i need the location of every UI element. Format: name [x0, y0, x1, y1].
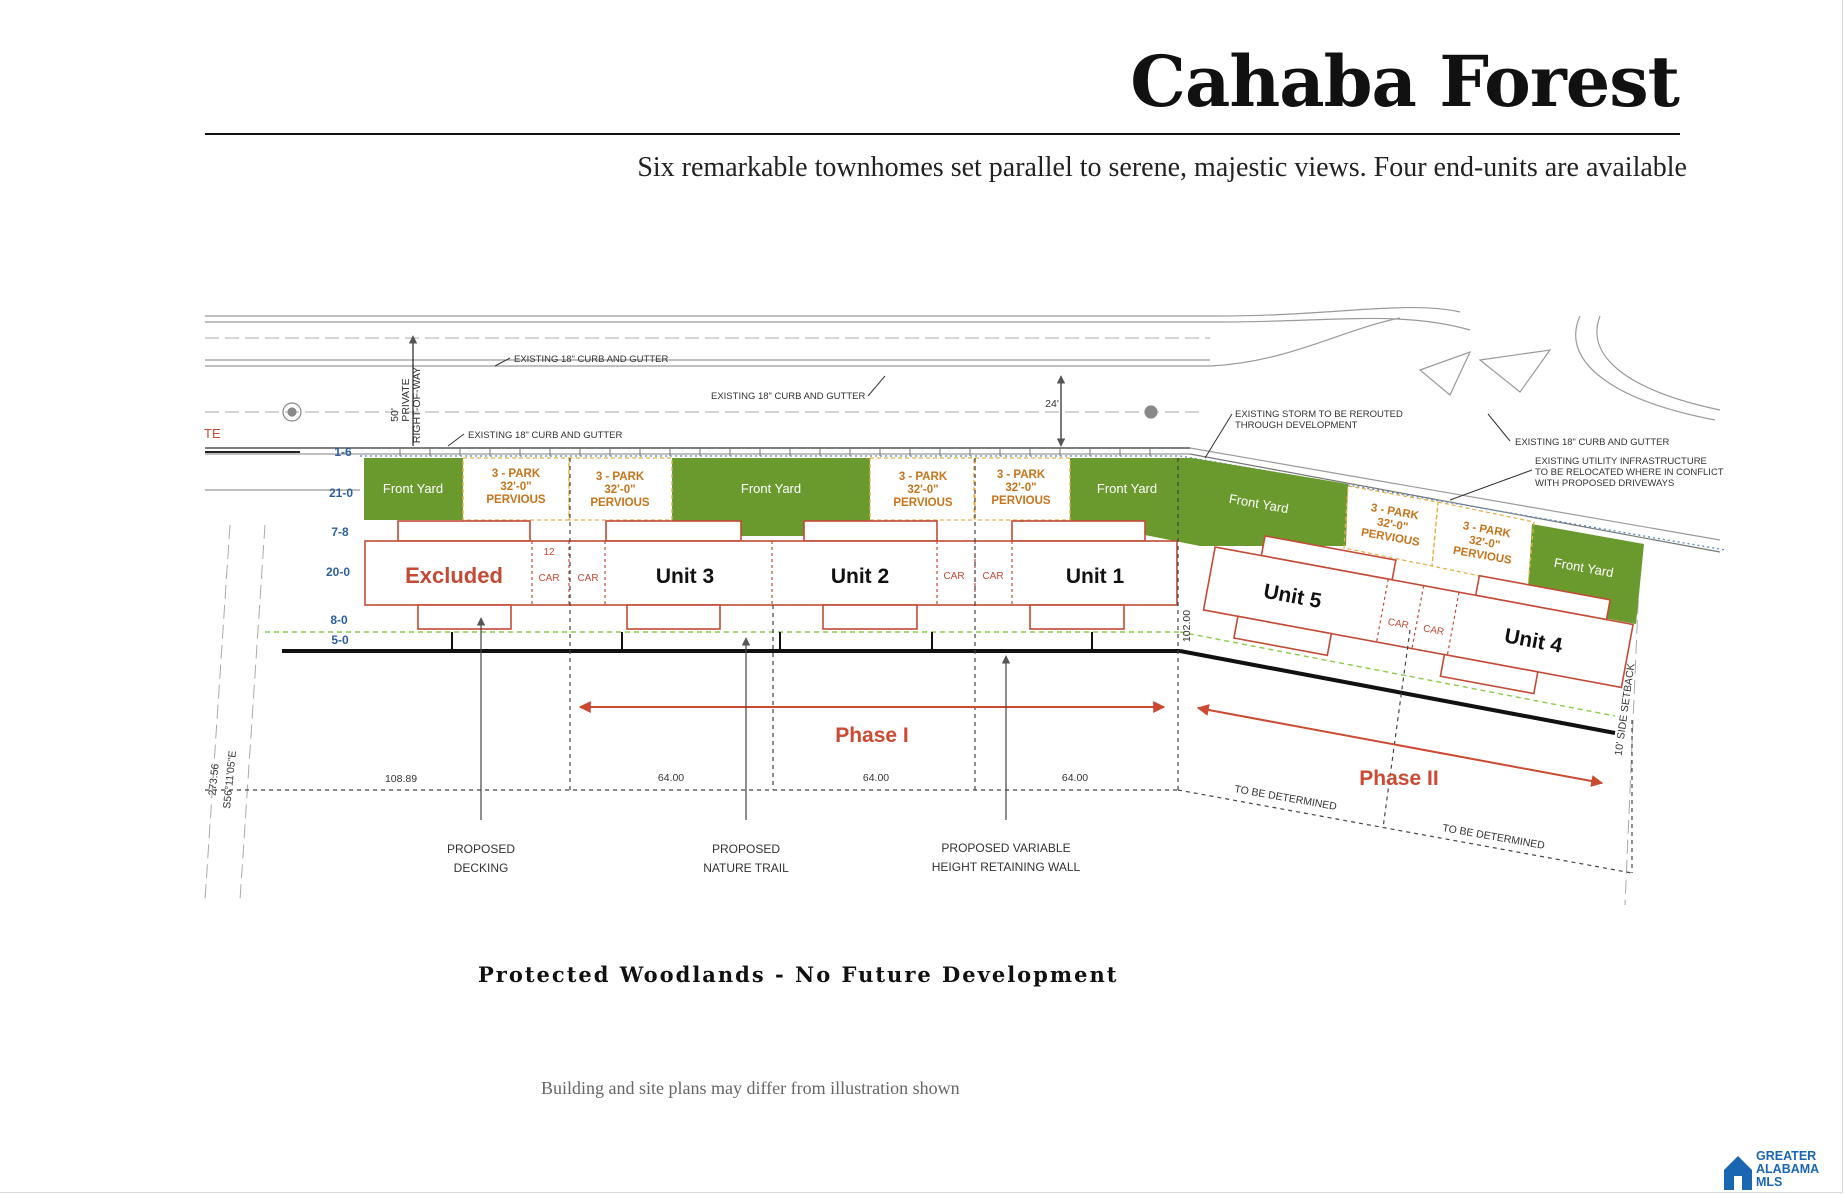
- svg-text:3 - PARK: 3 - PARK: [997, 469, 1046, 481]
- svg-text:3 - PARK: 3 - PARK: [492, 468, 541, 480]
- phase1-labels: Excluded Unit 3 Unit 2 Unit 1 12 CAR CAR…: [405, 547, 1124, 588]
- svg-text:3 - PARK: 3 - PARK: [596, 471, 645, 483]
- svg-text:RIGHT-OF-WAY: RIGHT-OF-WAY: [411, 367, 423, 443]
- title-rule: [205, 133, 1680, 135]
- svg-text:32'-0": 32'-0": [500, 481, 531, 493]
- unit-excluded-label: Excluded: [405, 563, 503, 588]
- svg-text:WITH PROPOSED DRIVEWAYS: WITH PROPOSED DRIVEWAYS: [1535, 478, 1674, 489]
- svg-text:CAR: CAR: [943, 571, 964, 582]
- front-yard-label: Front Yard: [1097, 481, 1157, 496]
- svg-text:102.00: 102.00: [1181, 610, 1193, 642]
- svg-text:THROUGH DEVELOPMENT: THROUGH DEVELOPMENT: [1235, 420, 1358, 431]
- disclaimer: Building and site plans may differ from …: [541, 1078, 960, 1098]
- svg-text:CAR: CAR: [1422, 623, 1445, 638]
- unit-3-label: Unit 3: [656, 565, 714, 588]
- svg-text:EXISTING 18" CURB AND GUTTER: EXISTING 18" CURB AND GUTTER: [1515, 437, 1669, 448]
- svg-text:3 - PARK: 3 - PARK: [899, 471, 948, 483]
- setback-lines: [265, 631, 1616, 717]
- svg-text:TO BE DETERMINED: TO BE DETERMINED: [1233, 783, 1338, 813]
- svg-text:1-6: 1-6: [334, 445, 352, 459]
- svg-text:50': 50': [389, 408, 401, 422]
- svg-text:32'-0": 32'-0": [907, 484, 938, 496]
- svg-text:64.00: 64.00: [863, 772, 889, 784]
- callout-arrows: [476, 617, 1011, 820]
- road-linework: [205, 306, 1721, 553]
- svg-text:7-8: 7-8: [331, 525, 349, 539]
- plan-notes: EXISTING 18" CURB AND GUTTER EXISTING 18…: [468, 354, 1724, 489]
- curb-ticks: [399, 448, 1151, 456]
- phase1-building: [364, 520, 1178, 630]
- mls-logo: [1724, 1156, 1752, 1190]
- svg-text:CAR: CAR: [1387, 617, 1410, 632]
- svg-text:EXISTING STORM TO BE REROUTED: EXISTING STORM TO BE REROUTED: [1235, 409, 1403, 420]
- site-plan: Front Yard Front Yard Front Yard Front Y…: [204, 306, 1726, 906]
- phase-arrows: [578, 701, 1604, 787]
- svg-text:PROPOSED VARIABLE: PROPOSED VARIABLE: [941, 841, 1070, 855]
- svg-text:CAR: CAR: [577, 573, 598, 584]
- svg-text:TO BE RELOCATED WHERE IN CONFL: TO BE RELOCATED WHERE IN CONFLICT: [1535, 467, 1724, 478]
- svg-text:24': 24': [1045, 398, 1059, 410]
- svg-text:EXISTING 18" CURB AND GUTTER: EXISTING 18" CURB AND GUTTER: [468, 430, 622, 441]
- svg-text:EXISTING 18" CURB AND GUTTER: EXISTING 18" CURB AND GUTTER: [711, 391, 865, 402]
- note-leaders: [447, 357, 1533, 501]
- svg-text:8-0: 8-0: [330, 613, 348, 627]
- svg-text:20-0: 20-0: [326, 565, 350, 579]
- dimension-arrows: [408, 335, 1066, 447]
- svg-text:PERVIOUS: PERVIOUS: [991, 495, 1051, 507]
- road-centerline: [204, 337, 1641, 906]
- front-yard-label: Front Yard: [383, 481, 443, 496]
- svg-text:32'-0": 32'-0": [1005, 482, 1036, 494]
- house-icon: [1724, 1156, 1752, 1190]
- front-yard-label: Front Yard: [741, 481, 801, 496]
- svg-text:PERVIOUS: PERVIOUS: [893, 497, 953, 509]
- elevation-labels: 1-6 21-0 7-8 20-0 8-0 5-0: [326, 445, 353, 647]
- svg-text:PERVIOUS: PERVIOUS: [590, 497, 650, 509]
- svg-text:PRIVATE: PRIVATE: [400, 378, 412, 421]
- svg-text:108.89: 108.89: [385, 773, 417, 785]
- svg-text:64.00: 64.00: [1062, 772, 1088, 784]
- cut-label: TE: [204, 426, 221, 441]
- phase2-building: Unit 5 Unit 4 CAR CAR: [1202, 534, 1634, 695]
- unit-2-label: Unit 2: [831, 565, 889, 588]
- svg-text:5-0: 5-0: [331, 633, 349, 647]
- svg-text:PERVIOUS: PERVIOUS: [486, 494, 546, 506]
- svg-text:64.00: 64.00: [658, 772, 684, 784]
- utility-markers: [282, 402, 1158, 422]
- svg-text:S56°11'05"E: S56°11'05"E: [221, 750, 239, 809]
- svg-text:NATURE TRAIL: NATURE TRAIL: [703, 861, 789, 875]
- svg-text:32'-0": 32'-0": [604, 484, 635, 496]
- car-count: 12: [543, 547, 555, 558]
- page-title: Cahaba Forest: [1130, 40, 1680, 123]
- svg-text:DECKING: DECKING: [454, 861, 509, 875]
- svg-text:EXISTING 18" CURB AND GUTTER: EXISTING 18" CURB AND GUTTER: [514, 354, 668, 365]
- svg-text:32'-0": 32'-0": [1468, 534, 1501, 551]
- callout-labels: PROPOSED DECKING PROPOSED NATURE TRAIL P…: [447, 841, 1081, 875]
- mls-logo-text: GREATER ALABAMA MLS: [1756, 1149, 1820, 1189]
- svg-text:32'-0": 32'-0": [1376, 516, 1409, 533]
- svg-text:PROPOSED: PROPOSED: [712, 842, 780, 856]
- retaining-wall: [282, 649, 1616, 735]
- svg-text:273.56: 273.56: [206, 763, 221, 796]
- property-line: [360, 455, 1726, 551]
- svg-text:PROPOSED: PROPOSED: [447, 842, 515, 856]
- svg-text:CAR: CAR: [982, 571, 1003, 582]
- protected-woodlands-note: Protected Woodlands - No Future Developm…: [478, 962, 1119, 987]
- svg-text:21-0: 21-0: [329, 486, 353, 500]
- wall-ticks: [451, 632, 1093, 651]
- svg-text:HEIGHT RETAINING WALL: HEIGHT RETAINING WALL: [932, 860, 1081, 874]
- phase-2-label: Phase II: [1359, 767, 1438, 790]
- svg-text:CAR: CAR: [538, 573, 559, 584]
- page-subtitle: Six remarkable townhomes set parallel to…: [637, 152, 1687, 183]
- svg-text:EXISTING UTILITY INFRASTRUCTUR: EXISTING UTILITY INFRASTRUCTURE: [1535, 456, 1707, 467]
- parking-areas: [462, 457, 1535, 587]
- unit-1-label: Unit 1: [1066, 565, 1125, 588]
- phase-1-label: Phase I: [835, 724, 909, 747]
